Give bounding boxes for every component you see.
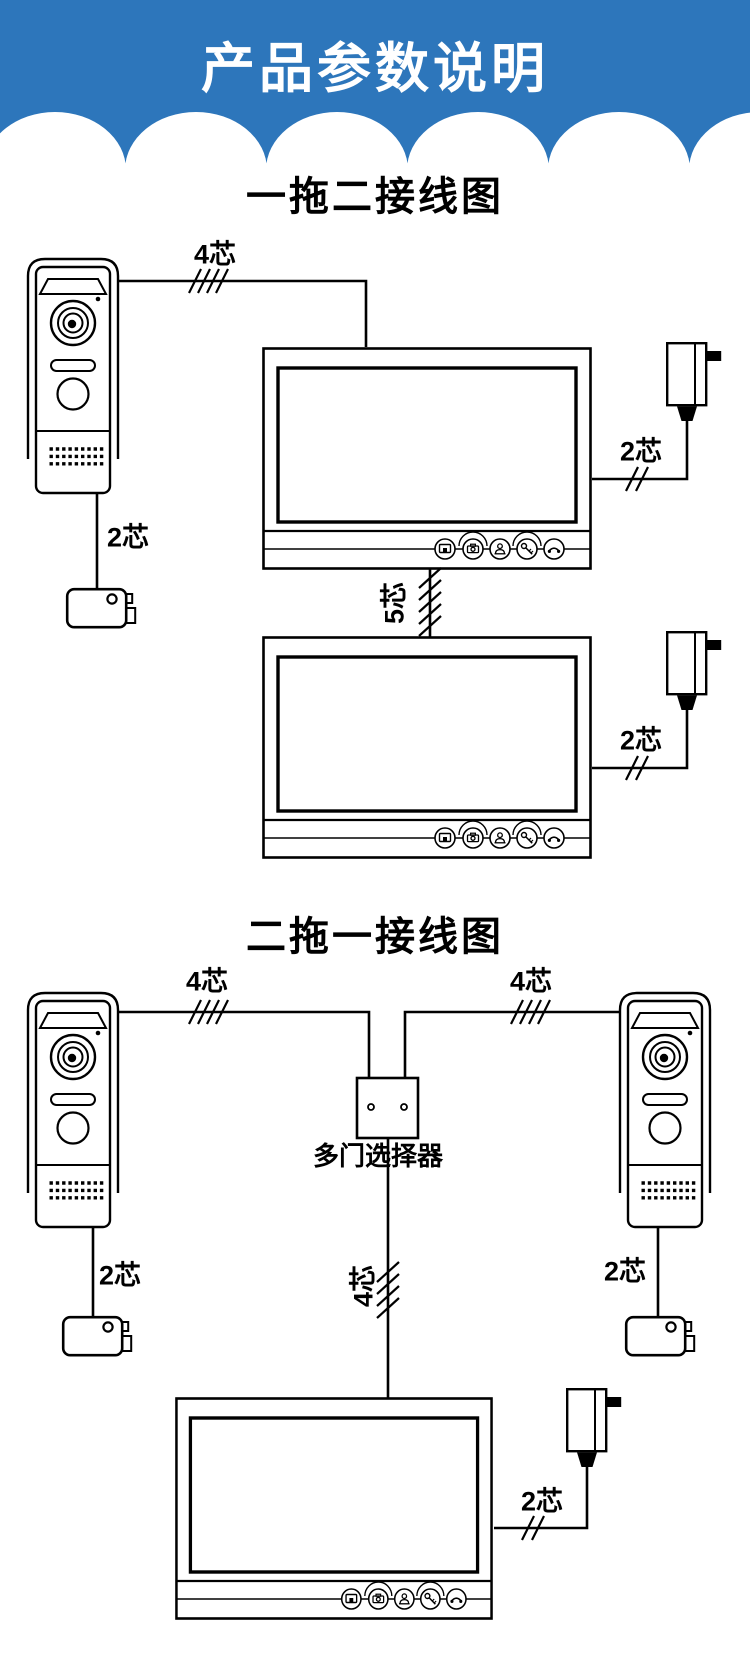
wire-door1-to-monitor1 bbox=[118, 279, 368, 347]
hatch-2core-adapter1 bbox=[625, 466, 649, 492]
hatch-2core-adapter2 bbox=[625, 755, 649, 781]
hatch-2core-adapter3 bbox=[521, 1515, 545, 1541]
label-2core-adapter1: 2芯 bbox=[619, 436, 663, 467]
wire-door-right-to-selector bbox=[403, 1010, 620, 1079]
page-title: 产品参数说明 bbox=[201, 39, 549, 99]
page-header: 产品参数说明 bbox=[0, 0, 750, 170]
indoor-monitor-2 bbox=[261, 635, 593, 860]
wires bbox=[91, 279, 689, 1530]
door-station-right bbox=[618, 991, 712, 1229]
wire-adapter2-to-monitor2 bbox=[592, 710, 689, 770]
label-2core-lock-left: 2芯 bbox=[98, 1260, 142, 1291]
label-2core-adapter2: 2芯 bbox=[619, 725, 663, 756]
hatch-4core-d1 bbox=[188, 268, 229, 294]
electric-lock-right bbox=[624, 1315, 696, 1357]
diagram1-title: 一拖二接线图 bbox=[246, 175, 504, 219]
wire-adapter3-to-monitor3 bbox=[494, 1467, 589, 1530]
door-station-1 bbox=[26, 257, 120, 495]
hatch-marks bbox=[188, 268, 649, 1541]
electric-lock-left bbox=[61, 1315, 133, 1357]
label-5core-link: 5芯 bbox=[379, 581, 410, 625]
indoor-monitor-3 bbox=[174, 1396, 494, 1621]
label-door-selector: 多门选择器 bbox=[312, 1141, 444, 1171]
power-adapter-3 bbox=[566, 1387, 623, 1469]
door-selector-box bbox=[355, 1076, 420, 1140]
door-station-left bbox=[26, 991, 120, 1229]
power-adapter-2 bbox=[666, 631, 723, 712]
label-4core-d1: 4芯 bbox=[193, 239, 237, 270]
indoor-monitor-1 bbox=[261, 346, 593, 571]
hatch-5core-link bbox=[418, 567, 442, 637]
electric-lock-1 bbox=[65, 587, 137, 629]
label-2core-adapter3: 2芯 bbox=[520, 1486, 564, 1517]
hatch-4core-vertical bbox=[376, 1261, 400, 1319]
label-4core-left: 4芯 bbox=[185, 966, 229, 997]
label-4core-right: 4芯 bbox=[509, 966, 553, 997]
hatch-4core-right bbox=[510, 999, 551, 1025]
label-2core-lock1: 2芯 bbox=[106, 522, 150, 553]
wire-adapter1-to-monitor1 bbox=[592, 420, 689, 481]
power-adapter-1 bbox=[666, 342, 723, 423]
diagram2-title: 二拖一接线图 bbox=[246, 915, 504, 959]
hatch-4core-left bbox=[188, 999, 229, 1025]
label-4core-vertical: 4芯 bbox=[348, 1264, 379, 1308]
label-2core-lock-right: 2芯 bbox=[603, 1256, 647, 1287]
wire-door-left-to-selector bbox=[118, 1010, 371, 1079]
